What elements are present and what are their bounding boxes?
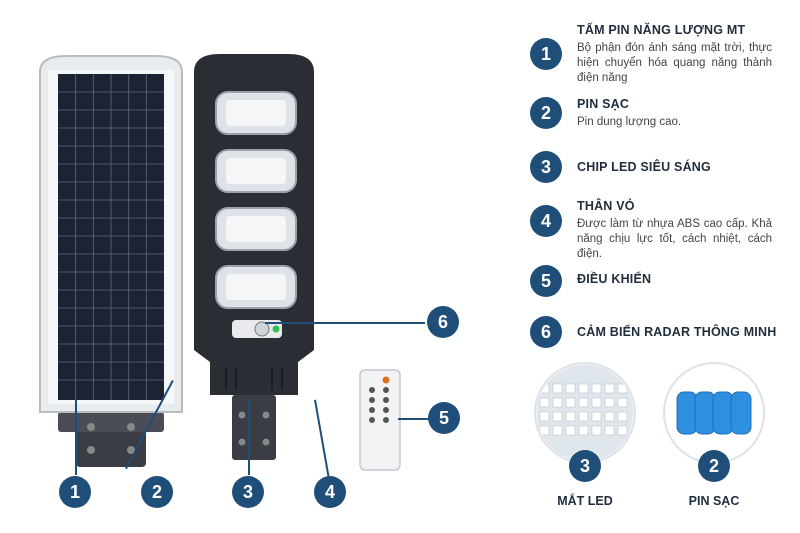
spec-number-6: 6 [530,316,562,348]
detail-number-led: 3 [569,450,601,482]
spec-title-1: TẤM PIN NĂNG LƯỢNG MT [577,23,746,37]
spec-desc-1: Bộ phận đón ánh sáng mặt trời, thực hiện… [577,42,772,84]
callout-1: 1 [59,476,91,508]
spec-title-4: THÂN VỎ [577,199,635,213]
detail-caption-led: MẮT LED [557,494,613,508]
spec-desc-2: Pin dung lượng cao. [577,116,682,128]
callout-4: 4 [314,476,346,508]
spec-number-3: 3 [530,151,562,183]
spec-title-2: PIN SẠC [577,97,630,111]
callout-line-5 [398,418,430,420]
callout-2: 2 [141,476,173,508]
spec-desc-4: Được làm từ nhựa ABS cao cấp. Khả năng c… [577,218,772,260]
detail-number-battery: 2 [698,450,730,482]
spec-number-4: 4 [530,205,562,237]
callout-3: 3 [232,476,264,508]
detail-caption-battery: PIN SẠC [688,494,740,508]
spec-number-2: 2 [530,97,562,129]
callout-line-3 [248,400,250,475]
callout-6: 6 [427,306,459,338]
lamp-housing-illustration [194,54,314,460]
spec-number-1: 1 [530,38,562,70]
spec-title-5: ĐIỀU KHIỂN [577,272,652,286]
battery-detail-image [663,362,765,464]
spec-title-3: CHIP LED SIÊU SÁNG [577,160,711,174]
spec-number-5: 5 [530,265,562,297]
callout-5: 5 [428,402,460,434]
spec-title-6: CẢM BIẾN RADAR THÔNG MINH [577,325,777,339]
callout-line-6 [265,322,425,324]
callout-line-1 [75,400,77,475]
remote-control-illustration [359,369,401,471]
solar-panel-illustration [39,55,183,467]
led-chip-detail-image [534,362,636,464]
